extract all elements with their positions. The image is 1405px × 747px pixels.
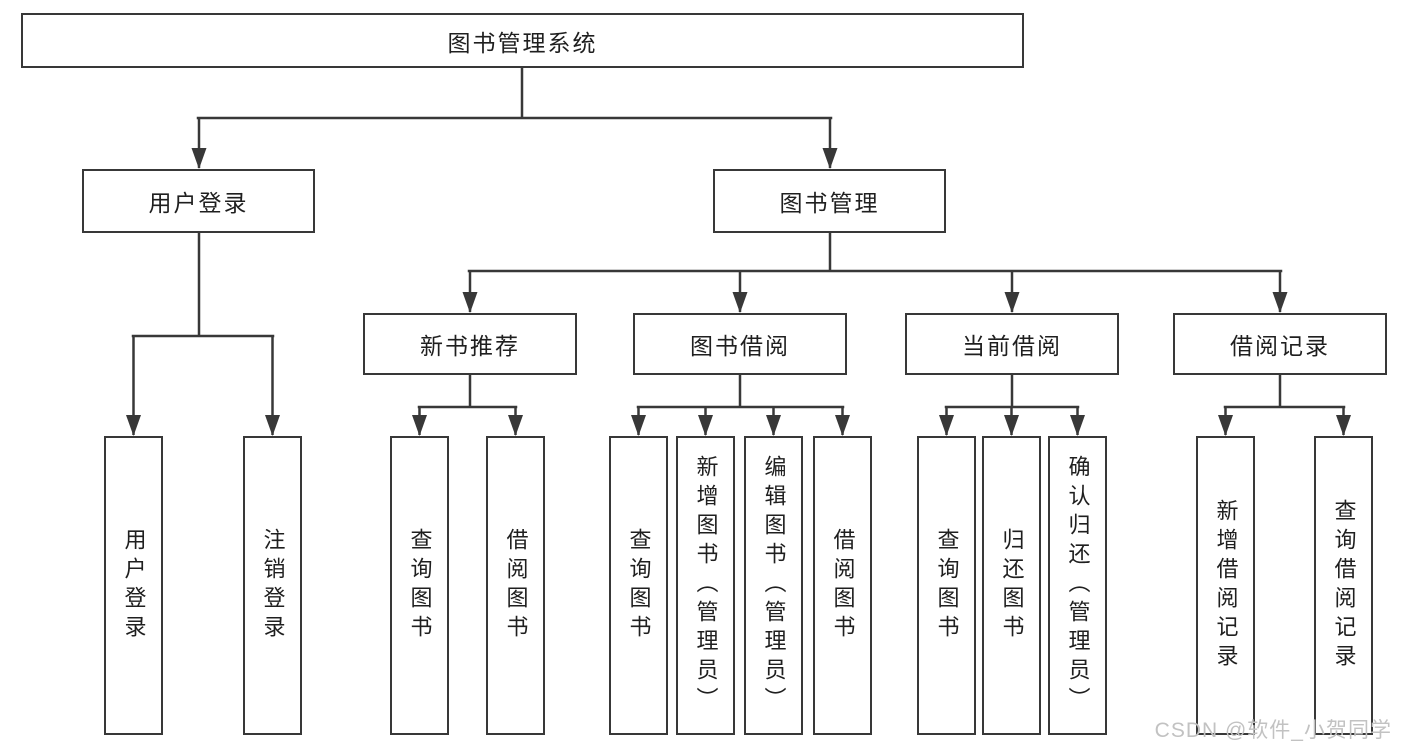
- node-label: 当前借阅: [962, 333, 1062, 359]
- node-label: 借阅记录: [1230, 333, 1330, 359]
- node-label: 确认归还（管理员）: [1065, 455, 1091, 716]
- node-label: 借阅图书: [503, 527, 529, 644]
- node-label: 图书管理系统: [447, 29, 598, 56]
- node-new-book-recommendation: 新书推荐: [363, 313, 577, 375]
- node-user-login: 用户登录: [82, 169, 315, 233]
- node-label: 图书管理: [779, 190, 880, 216]
- node-label: 注销登录: [260, 527, 286, 644]
- node-library-management-system: 图书管理系统: [21, 13, 1024, 68]
- node-book-borrowing: 图书借阅: [633, 313, 847, 375]
- leaf-search-books-recommend: 查询图书: [390, 436, 449, 735]
- leaf-add-book-admin: 新增图书（管理员）: [676, 436, 735, 735]
- leaf-search-books-current: 查询图书: [917, 436, 976, 735]
- node-book-management: 图书管理: [713, 169, 946, 233]
- node-label: 查询借阅记录: [1331, 498, 1357, 673]
- leaf-add-borrow-record: 新增借阅记录: [1196, 436, 1255, 735]
- node-label: 新书推荐: [420, 333, 520, 359]
- node-label: 用户登录: [148, 190, 249, 216]
- node-label: 图书借阅: [690, 333, 790, 359]
- leaf-return-books: 归还图书: [982, 436, 1041, 735]
- leaf-borrow-books-recommend: 借阅图书: [486, 436, 545, 735]
- node-label: 归还图书: [999, 527, 1025, 644]
- leaf-borrow-books: 借阅图书: [813, 436, 872, 735]
- leaf-confirm-return-admin: 确认归还（管理员）: [1048, 436, 1107, 735]
- node-label: 查询图书: [626, 527, 652, 644]
- node-label: 借阅图书: [830, 527, 856, 644]
- csdn-watermark: CSDN @软件_小贺同学: [1154, 719, 1392, 742]
- node-label: 查询图书: [407, 527, 433, 644]
- node-label: 查询图书: [934, 527, 960, 644]
- node-label: 编辑图书（管理员）: [761, 455, 787, 716]
- node-label: 用户登录: [121, 527, 147, 644]
- node-current-borrowing: 当前借阅: [905, 313, 1119, 375]
- leaf-logout: 注销登录: [243, 436, 302, 735]
- leaf-edit-book-admin: 编辑图书（管理员）: [744, 436, 803, 735]
- node-label: 新增图书（管理员）: [693, 455, 719, 716]
- leaf-search-books-borrowing: 查询图书: [609, 436, 668, 735]
- leaf-user-login: 用户登录: [104, 436, 163, 735]
- node-borrowing-records: 借阅记录: [1173, 313, 1387, 375]
- leaf-search-borrow-record: 查询借阅记录: [1314, 436, 1373, 735]
- node-label: 新增借阅记录: [1213, 498, 1239, 673]
